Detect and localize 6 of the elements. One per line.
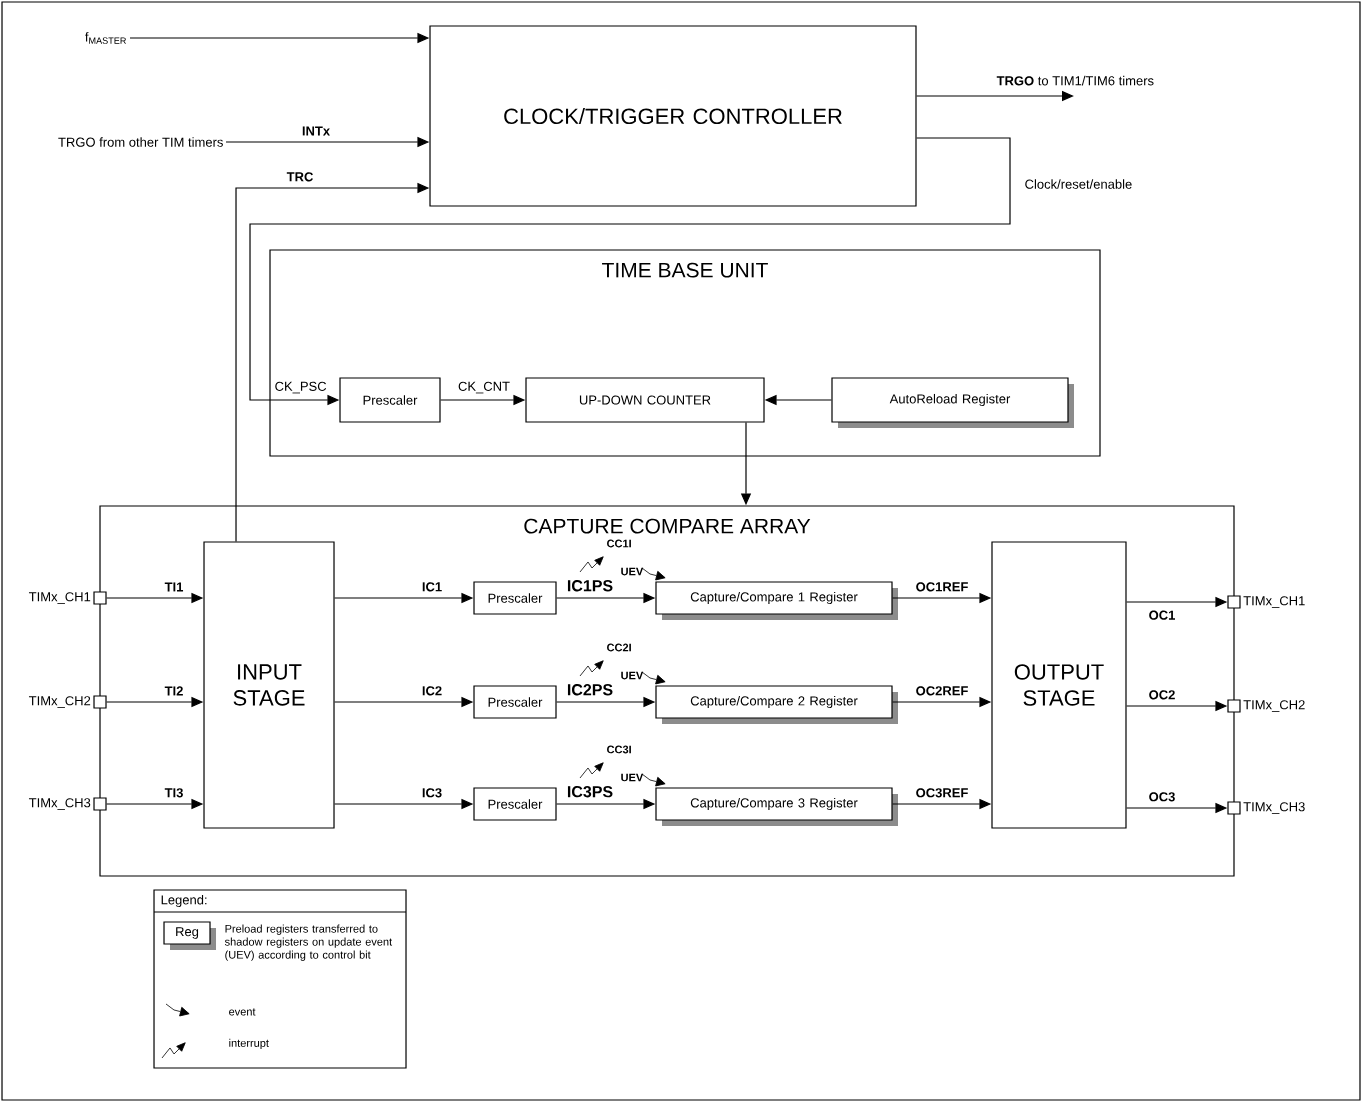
stage-box: OUTPUT STAGE [991,541,1127,829]
edge-label: IC2PS [564,682,616,698]
edge-label: IC3PS [564,784,616,800]
edge-label: IC1PS [564,578,616,594]
controller-box: CLOCK/TRIGGER CONTROLLER [429,25,917,207]
stage-box: INPUT STAGE [203,541,335,829]
